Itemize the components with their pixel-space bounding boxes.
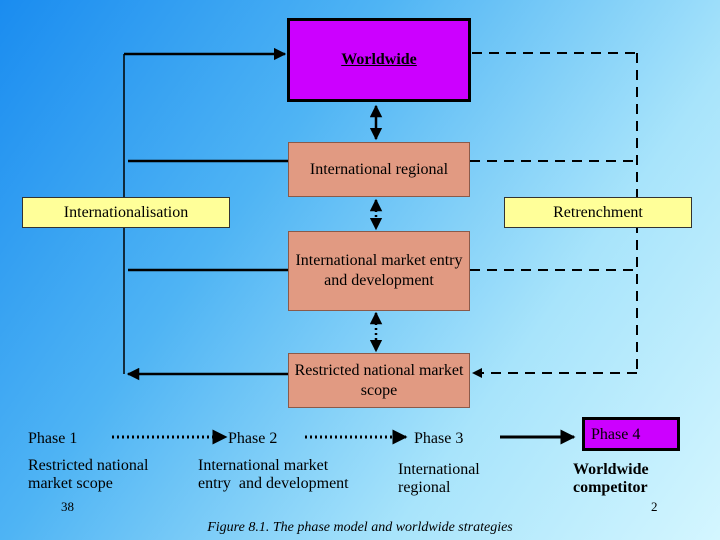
worldwide-box: Worldwide — [287, 18, 471, 102]
phase2-label: Phase 2 — [228, 430, 278, 447]
retrenchment-box: Retrenchment — [504, 197, 692, 228]
phase4-box: Phase 4 — [582, 417, 680, 451]
international-regional-box: International regional — [288, 142, 470, 197]
restricted-national-box: Restricted national market scope — [288, 353, 470, 408]
phase2-description: International market entry and developme… — [198, 457, 349, 492]
phase3-label: Phase 3 — [414, 430, 464, 447]
figure-caption: Figure 8.1. The phase model and worldwid… — [207, 520, 513, 535]
internationalisation-box: Internationalisation — [22, 197, 230, 228]
phase1-description: Restricted national market scope — [28, 457, 149, 492]
phase1-label: Phase 1 — [28, 430, 78, 447]
page-number-right: 2 — [651, 499, 658, 514]
phase4-description: Worldwide competitor — [573, 461, 649, 496]
page-number-left: 38 — [61, 499, 74, 514]
international-market-entry-box: International market entry and developme… — [288, 231, 470, 311]
phase3-description: International regional — [398, 461, 480, 496]
